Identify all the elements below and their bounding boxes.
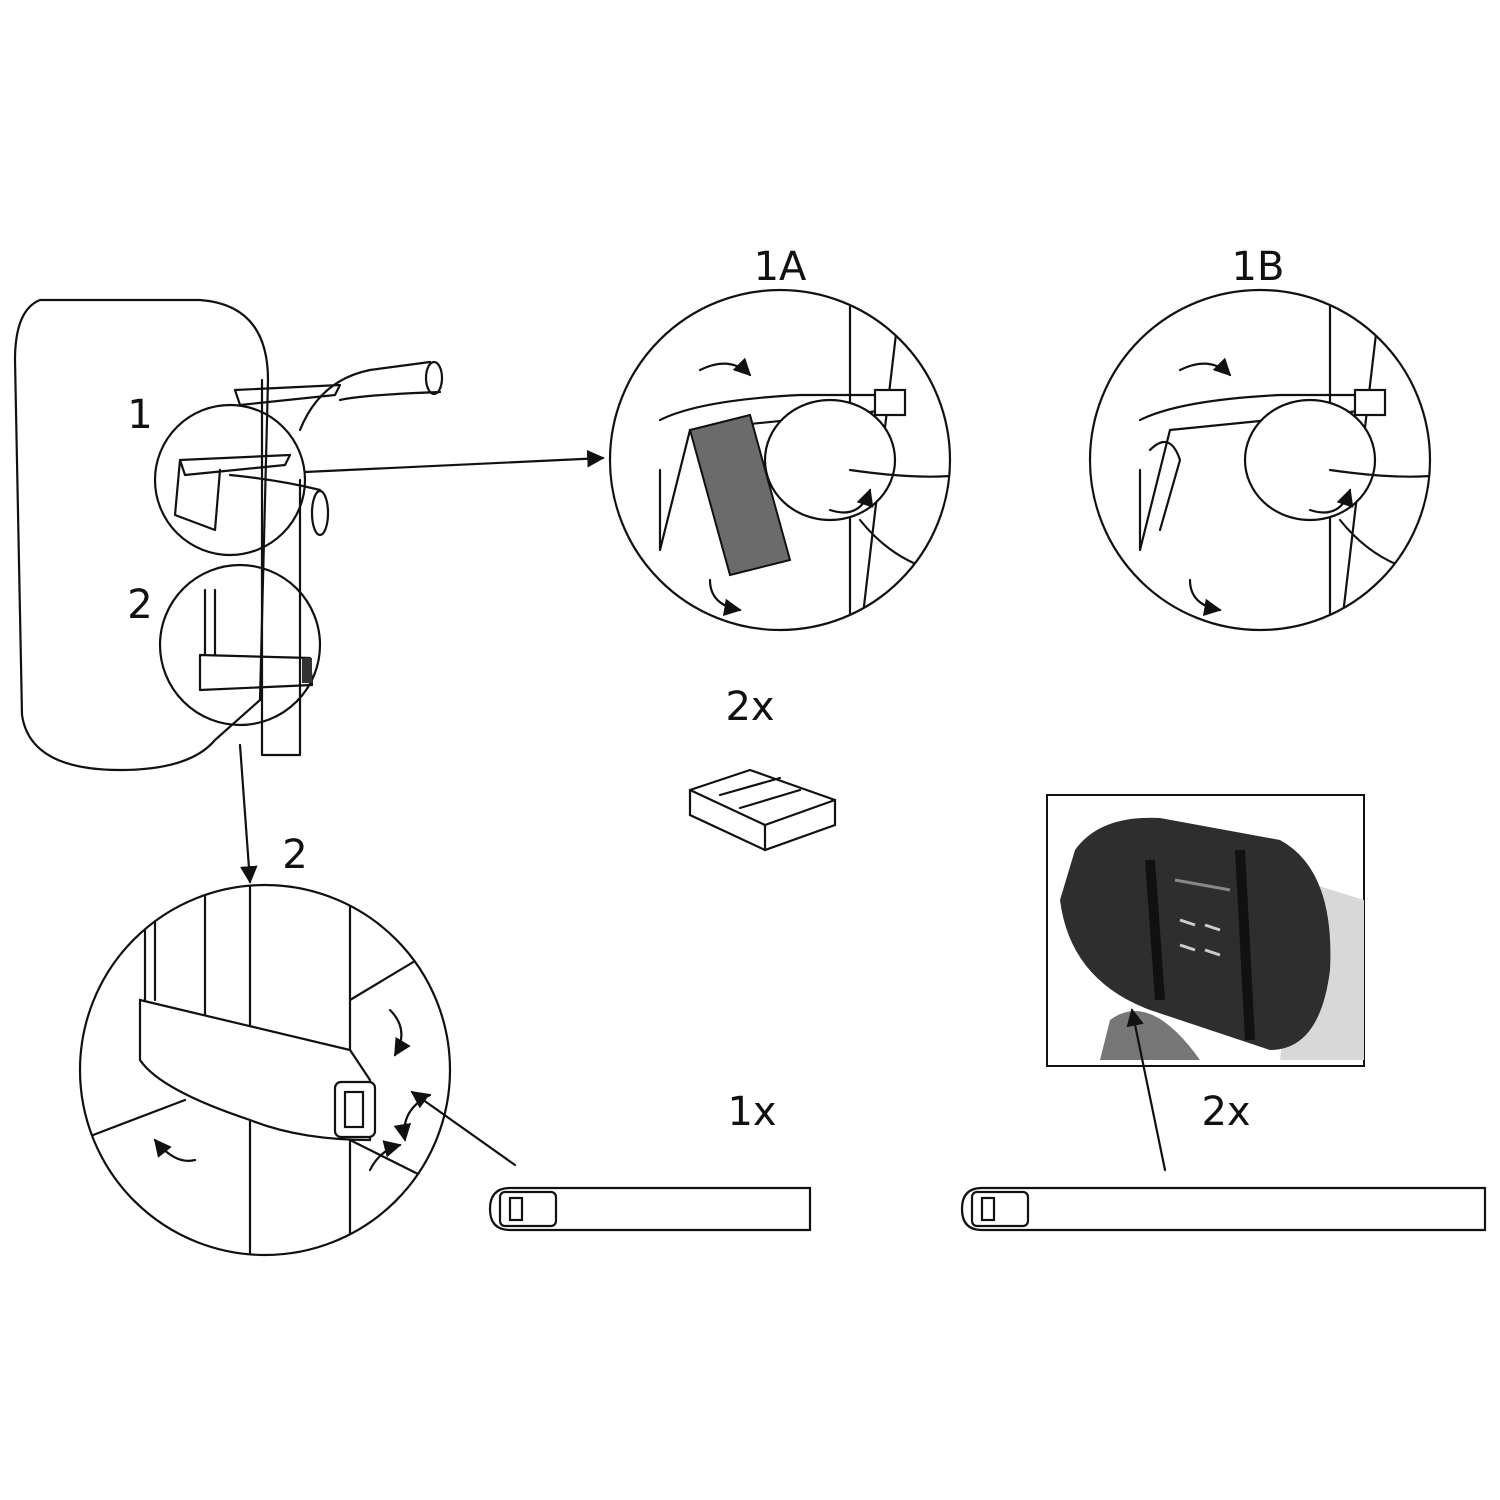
detail-2-label: 2 [282, 832, 307, 878]
product-photo [1046, 794, 1365, 1067]
long-strap-icon [960, 1186, 1487, 1232]
detail-circle-1 [153, 403, 307, 557]
overview-bag [13, 298, 444, 772]
detail-circle-2 [158, 563, 322, 727]
arrow-strap-to-2 [410, 1090, 517, 1167]
rubber-pad [688, 413, 792, 577]
long-strap-quantity: 2x [1201, 1089, 1250, 1135]
detail-1b-label: 1B [1232, 244, 1285, 290]
detail-2 [80, 885, 450, 1255]
short-strap-icon [488, 1186, 812, 1232]
rubber-pad-icon [688, 768, 837, 852]
pads-quantity: 2x [725, 684, 774, 730]
step-1-label: 1 [127, 392, 152, 438]
step-2-label: 2 [127, 582, 152, 628]
arrow-to-1a [303, 449, 605, 474]
detail-1a-label: 1A [754, 244, 807, 290]
arrow-to-2 [238, 743, 258, 884]
detail-1b [1138, 298, 1430, 630]
arrow-strap-to-photo [1126, 1008, 1167, 1172]
short-strap-quantity: 1x [727, 1089, 776, 1135]
detail-1a [658, 298, 950, 630]
